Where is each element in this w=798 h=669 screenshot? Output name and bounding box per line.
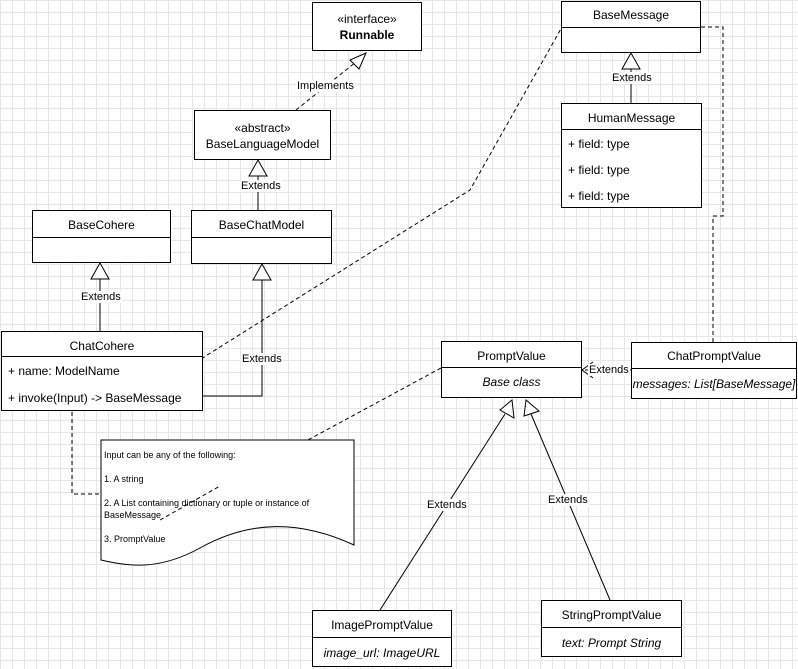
class-name: BaseLanguageModel [205,137,320,151]
realization-arrowhead [349,52,367,70]
compartment-divider [542,627,681,628]
compartment-divider [192,237,331,238]
class-name: ImagePromptValue [331,618,433,632]
extends-label: Extends [611,72,653,84]
compartment-divider [33,237,170,238]
attribute-name: + name: ModelName [8,364,120,378]
field-1: + field: type [568,137,630,151]
class-note: Base class [482,375,541,389]
class-name: BaseMessage [592,8,670,22]
compartment-divider [562,27,700,28]
extends-label: Extends [241,353,283,365]
compartment-divider [562,129,701,130]
extends-label: Extends [80,291,122,303]
generalization-arrowhead [252,262,272,281]
attribute-messages: messages: List[BaseMessage] [632,377,796,391]
generalization-arrowhead [523,399,541,417]
compartment-divider [313,637,451,638]
generalization-arrowhead [621,51,641,70]
compartment-divider [442,367,581,368]
compartment-divider [2,356,202,357]
base-message-class[interactable]: BaseMessage [561,1,701,53]
field-3: + field: type [568,189,630,203]
class-name: ChatPromptValue [667,349,761,363]
note-anchor-edge [71,412,101,495]
prompt-value-class[interactable]: PromptValue Base class [441,341,582,398]
note-line: 1. A string [104,474,144,484]
method-invoke: + invoke(Input) -> BaseMessage [8,391,182,405]
class-name: PromptValue [477,349,546,363]
compartment-divider [632,368,796,369]
chat-prompt-value-class[interactable]: ChatPromptValue messages: List[BaseMessa… [631,342,797,399]
class-name: HumanMessage [587,111,676,125]
extends-edge [379,413,506,611]
attribute-image-url: image_url: ImageURL [323,646,441,660]
note-line: Input can be any of the following: [104,450,236,460]
dependency-edge [701,26,724,342]
extends-label: Extends [240,180,282,192]
extends-label: Extends [426,499,468,511]
note-line: 3. PromptValue [104,534,166,544]
base-chat-model-class[interactable]: BaseChatModel [191,210,332,264]
runnable-interface[interactable]: «interface» Runnable [312,2,422,51]
image-prompt-value-class[interactable]: ImagePromptValue image_url: ImageURL [312,610,452,667]
extends-label: Extends [588,364,630,376]
base-cohere-class[interactable]: BaseCohere [32,210,171,263]
extends-edge [530,413,611,601]
dependency-edge [141,26,563,397]
extends-label: Extends [547,494,589,506]
class-name: BaseChatModel [218,218,305,232]
class-name: StringPromptValue [561,608,662,622]
extends-edge [202,280,263,397]
generalization-arrowhead [499,399,515,419]
field-2: + field: type [568,163,630,177]
note-line: BaseMessage [104,510,162,520]
base-language-model-class[interactable]: «abstract» BaseLanguageModel [194,110,331,160]
human-message-class[interactable]: HumanMessage + field: type + field: type… [561,103,702,208]
class-name: BaseCohere [68,218,135,232]
class-name: Runnable [339,28,395,42]
attribute-text: text: Prompt String [561,636,662,650]
generalization-arrowhead [248,158,268,177]
note-line: 2. A List containing dictionary or tuple… [104,498,310,508]
chat-cohere-class[interactable]: ChatCohere + name: ModelName + invoke(In… [1,331,203,411]
stereotype-label: «abstract» [234,121,291,135]
string-prompt-value-class[interactable]: StringPromptValue text: Prompt String [541,600,682,657]
class-name: ChatCohere [69,339,135,353]
stereotype-label: «interface» [337,12,397,26]
implements-label: Implements [296,80,355,92]
generalization-arrowhead [90,261,110,280]
